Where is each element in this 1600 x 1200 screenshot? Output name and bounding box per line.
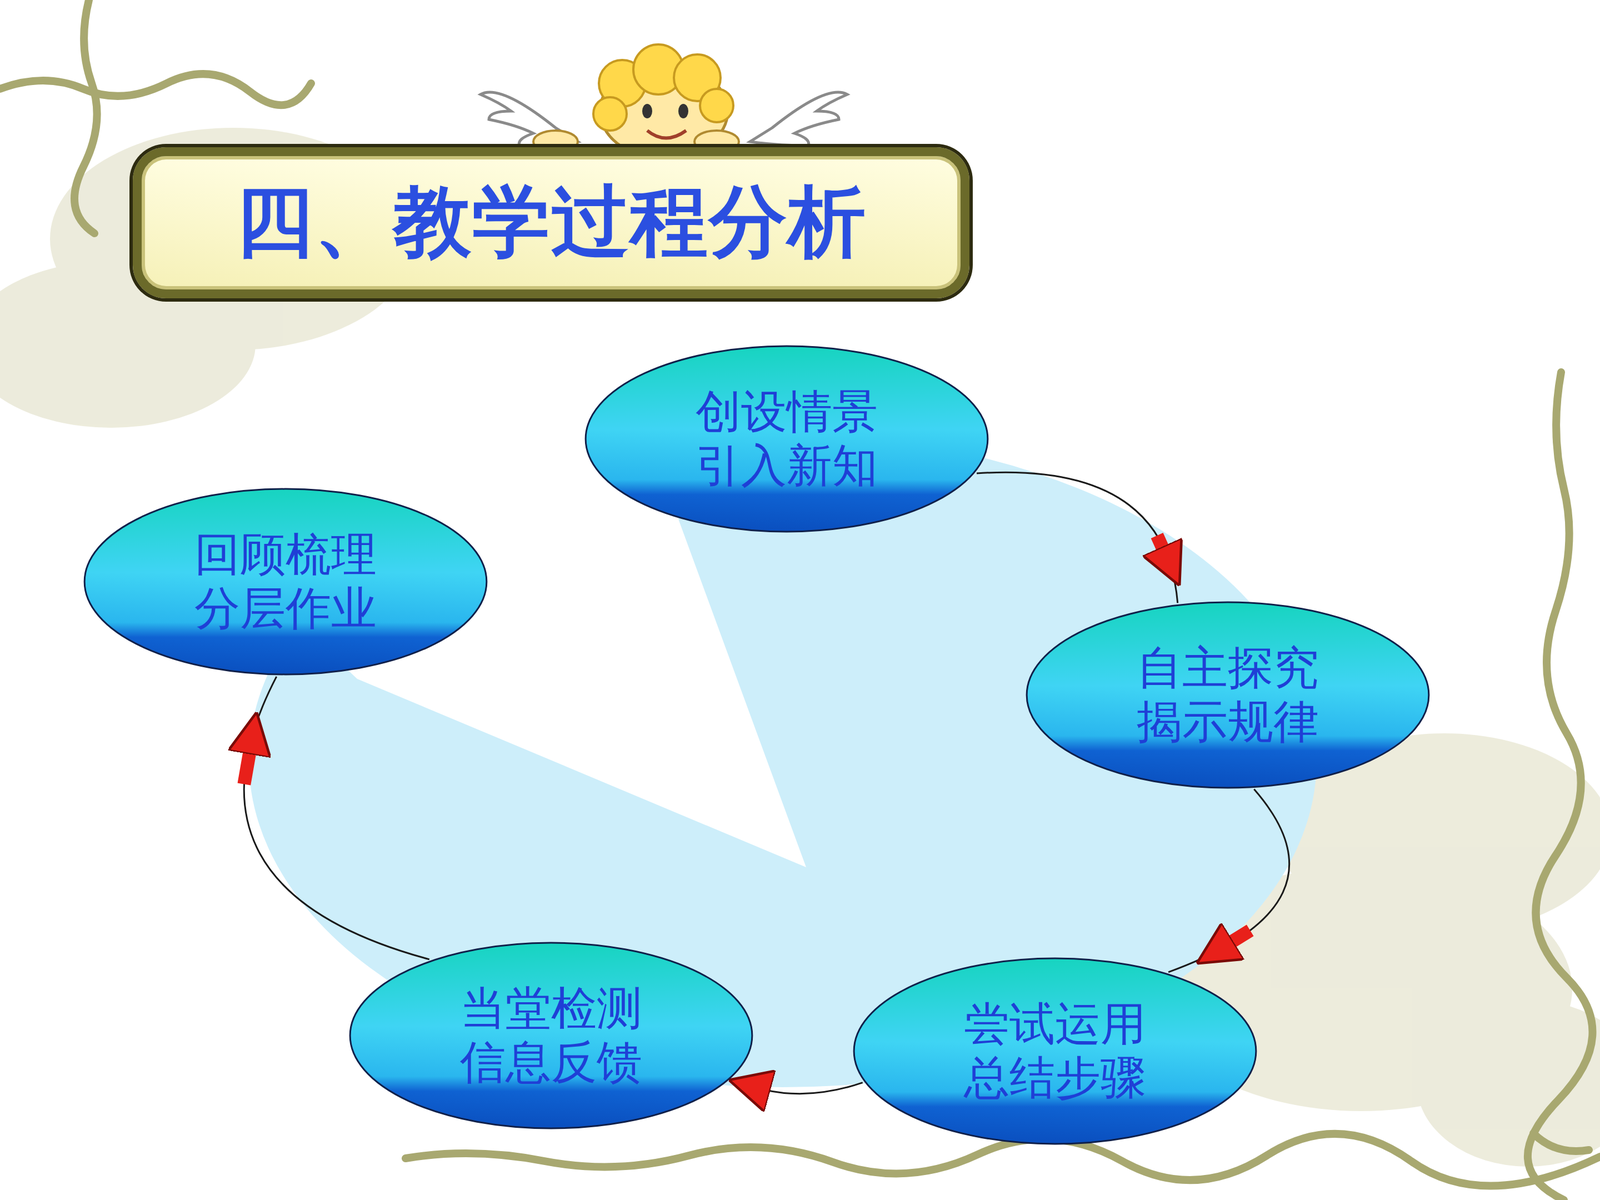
title-text: 四、教学过程分析 <box>235 170 867 276</box>
connector-line <box>243 676 430 960</box>
process-ellipse: 尝试运用 总结步骤 <box>851 956 1259 1147</box>
node-label: 回顾梳理 分层作业 <box>180 527 390 636</box>
node-text-group: 创设情景 引入新知 <box>681 385 892 493</box>
node-text-group: 回顾梳理 分层作业 <box>180 527 390 636</box>
red-arrow <box>1215 930 1250 953</box>
process-ellipse: 当堂检测 信息反馈 <box>347 940 755 1131</box>
connector-line <box>976 472 1178 603</box>
node-text-group: 当堂检测 信息反馈 <box>446 981 656 1090</box>
node-label: 尝试运用 总结步骤 <box>950 997 1160 1105</box>
flow-arrow <box>243 676 430 960</box>
cupid-illustration <box>480 44 848 159</box>
process-ellipse: 自主探究 揭示规律 <box>1023 600 1432 790</box>
node-text-group: 尝试运用 总结步骤 <box>950 997 1160 1105</box>
red-arrow <box>749 1085 767 1091</box>
process-ellipse: 创设情景 引入新知 <box>582 343 991 534</box>
background-blobs <box>0 127 1600 1167</box>
process-ellipse: 回顾梳理 分层作业 <box>81 486 490 677</box>
red-arrow <box>1157 535 1172 567</box>
title-banner: 四、教学过程分析 <box>132 147 970 299</box>
connector-line <box>1168 789 1290 973</box>
red-arrow <box>243 733 253 785</box>
connector-line <box>732 1078 863 1094</box>
flow-arrow <box>1168 789 1290 973</box>
node-label: 当堂检测 信息反馈 <box>446 981 656 1090</box>
flow-arrow <box>976 472 1178 603</box>
node-label: 自主探究 揭示规律 <box>1122 641 1333 749</box>
node-label: 创设情景 引入新知 <box>681 385 892 493</box>
node-text-group: 自主探究 揭示规律 <box>1122 641 1333 749</box>
flow-arrow <box>732 1078 863 1094</box>
